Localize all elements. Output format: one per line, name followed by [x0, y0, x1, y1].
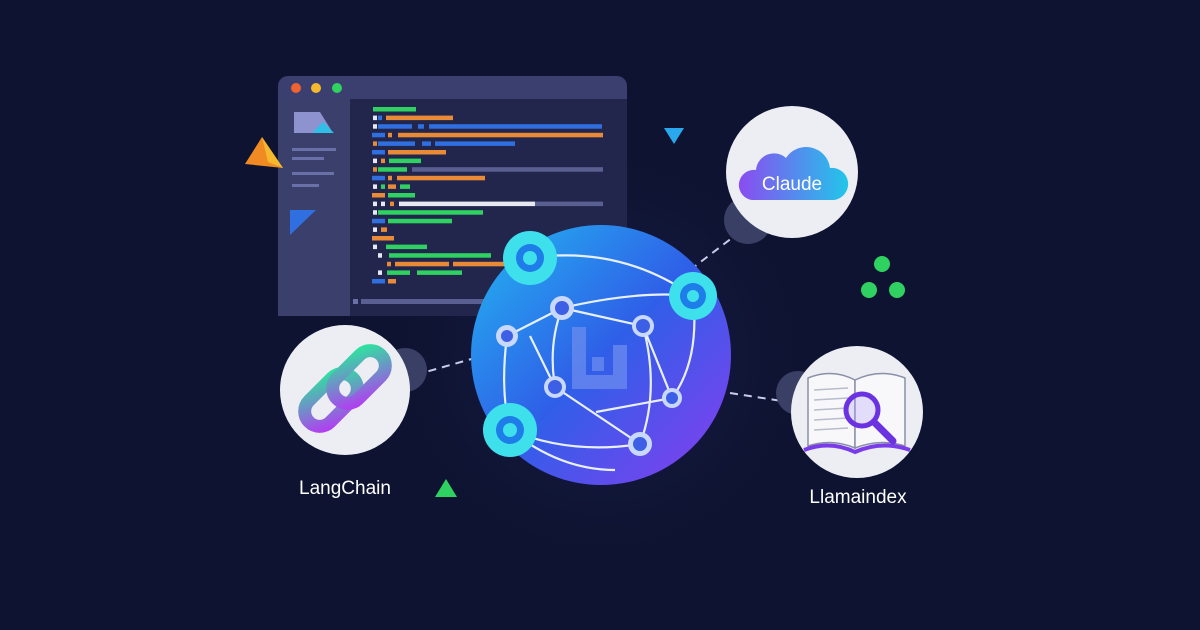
code-token [373, 124, 377, 129]
network-node-core [555, 301, 569, 315]
close-dot [291, 83, 301, 93]
code-token [373, 244, 377, 250]
code-token [388, 175, 392, 181]
network-node-dot [687, 290, 699, 302]
code-token [372, 150, 385, 155]
network-node-dot [503, 423, 517, 437]
code-token [378, 253, 382, 258]
network-node-core [636, 319, 650, 333]
triangle-icon [290, 210, 316, 235]
code-token [373, 158, 377, 164]
code-token [372, 132, 385, 138]
code-token [395, 261, 449, 267]
pyramid-highlight [262, 137, 283, 168]
code-token [373, 141, 377, 146]
file-icon [294, 112, 334, 133]
green-dots-icon [861, 256, 905, 298]
code-token [373, 115, 377, 121]
code-token [378, 167, 407, 172]
code-token [372, 236, 394, 241]
code-token [435, 141, 515, 146]
code-token [378, 270, 382, 275]
cloud-icon [738, 146, 849, 200]
code-token [399, 201, 535, 207]
code-token [381, 184, 385, 189]
code-token [372, 175, 385, 181]
green-triangle-icon [435, 479, 457, 497]
code-token [400, 184, 410, 189]
code-token [373, 227, 377, 232]
code-token [378, 124, 412, 129]
code-token [412, 167, 603, 172]
code-token [373, 210, 377, 215]
horizontal-scrollbar[interactable] [361, 299, 511, 304]
logo-mark [572, 327, 627, 389]
code-token [381, 227, 387, 232]
code-token [535, 201, 603, 207]
code-token [386, 115, 453, 121]
code-token [388, 218, 452, 224]
code-token [373, 107, 416, 112]
code-token [372, 279, 385, 284]
langchain-integration[interactable]: LangChain [280, 325, 427, 499]
code-token [418, 124, 424, 129]
code-token [397, 175, 485, 181]
code-token [388, 150, 446, 155]
network-node-core [666, 392, 678, 404]
code-token [390, 201, 394, 207]
code-token [372, 218, 385, 224]
minimize-dot [311, 83, 321, 93]
code-token [388, 193, 415, 198]
code-token [388, 184, 396, 189]
llamaindex-label: Llamaindex [809, 487, 907, 508]
llamaindex-integration[interactable]: Llamaindex [776, 346, 923, 508]
book-search-icon [803, 372, 911, 455]
network-node-core [633, 437, 647, 451]
code-token [372, 193, 385, 198]
code-token [373, 201, 377, 207]
claude-label: Claude [762, 174, 822, 195]
code-token [453, 261, 513, 267]
code-token [373, 167, 377, 172]
code-token [417, 270, 462, 275]
network-node-core [501, 330, 513, 342]
code-token [422, 141, 431, 146]
chain-link-icon [298, 344, 392, 433]
code-token [386, 244, 427, 250]
code-token [378, 115, 382, 121]
code-token [378, 141, 415, 146]
claude-integration[interactable]: Claude [724, 106, 858, 244]
code-token [389, 158, 421, 164]
code-token [387, 261, 391, 267]
code-token [373, 184, 377, 189]
code-token [381, 158, 385, 164]
code-token [381, 201, 385, 207]
code-lines [372, 107, 603, 284]
langchain-label: LangChain [299, 478, 391, 499]
network-node-dot [523, 251, 537, 265]
code-token [389, 253, 491, 258]
maximize-dot [332, 83, 342, 93]
code-token [398, 132, 603, 138]
code-token [388, 132, 392, 138]
code-token [378, 210, 483, 215]
code-token [429, 124, 602, 129]
llm-network-globe [471, 225, 731, 485]
blue-triangle-icon [664, 128, 684, 144]
code-token [388, 279, 396, 284]
code-token [387, 270, 410, 275]
network-node-core [548, 380, 562, 394]
